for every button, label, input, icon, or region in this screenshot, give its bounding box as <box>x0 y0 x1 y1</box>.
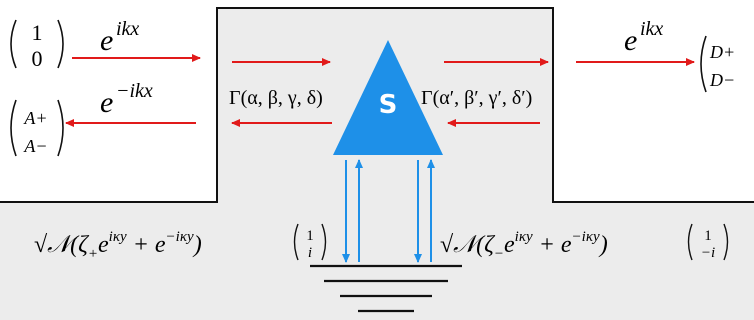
lower-region <box>0 8 754 320</box>
right-paren <box>57 99 64 157</box>
svg-text:√𝒩(ζ+eiκy + e−iκy): √𝒩(ζ+eiκy + e−iκy) <box>34 229 202 262</box>
wave-base: e <box>624 24 637 57</box>
left-paren <box>10 99 17 157</box>
incoming-wave-label: e ikx <box>100 18 139 57</box>
formula-exponent: iκy <box>109 229 127 245</box>
formula-exponent: iκy <box>515 229 533 245</box>
formula-exponent-2: −iκy <box>572 229 600 245</box>
vector-top: 1 <box>704 228 712 244</box>
formula-exponent-2: −iκy <box>166 229 194 245</box>
formula-subscript: − <box>494 246 504 262</box>
spinor-bottom: D− <box>709 70 735 90</box>
formula-subscript: + <box>88 246 98 262</box>
wave-exponent: −ikx <box>116 80 153 102</box>
transmitted-wave-label: e ikx <box>624 18 663 57</box>
svg-text:√𝒩(ζ−eiκy + e−iκy): √𝒩(ζ−eiκy + e−iκy) <box>440 229 608 262</box>
scatterer-label: S <box>379 90 398 120</box>
formula-prefix: √𝒩(ζ <box>440 232 496 258</box>
right-paren <box>723 223 729 261</box>
left-paren <box>293 223 299 261</box>
ground-symbol-icon <box>310 264 462 313</box>
wave-base: e <box>100 24 113 57</box>
region-outline <box>0 7 754 203</box>
left-gamma-matrix: Γ(α, β, γ, δ) <box>229 87 323 109</box>
vector-top: 1 <box>306 228 314 244</box>
formula-end: ) <box>192 232 202 258</box>
spinor-top: 1 <box>32 20 43 45</box>
spinor-bottom: 0 <box>32 46 43 71</box>
spinor-top: A+ <box>23 108 47 128</box>
right-paren <box>321 223 327 261</box>
wave-exponent: ikx <box>116 18 139 40</box>
reflected-wave-label: e −ikx <box>100 80 153 119</box>
left-paren <box>700 35 707 93</box>
formula-end: ) <box>598 232 608 258</box>
vector-bottom: −i <box>701 245 715 261</box>
left-paren <box>687 223 693 261</box>
formula-prefix: √𝒩(ζ <box>34 232 90 258</box>
spinor-top: D+ <box>709 42 735 62</box>
formula-body: e <box>98 232 109 258</box>
left-paren <box>10 19 17 69</box>
left-lead-formula: √𝒩(ζ+eiκy + e−iκy) 1 i <box>34 223 327 262</box>
reflected-spinor: A+ A− <box>10 99 64 157</box>
right-lead-formula: √𝒩(ζ−eiκy + e−iκy) 1 −i <box>440 223 729 262</box>
wave-base: e <box>100 86 113 119</box>
incoming-spinor: 1 0 <box>10 19 64 71</box>
wave-exponent: ikx <box>640 18 663 40</box>
spinor-bottom: A− <box>23 136 47 156</box>
transmitted-spinor: D+ D− <box>700 35 735 93</box>
formula-mid: + e <box>533 232 572 258</box>
triangle-scatterer-icon <box>333 40 443 155</box>
right-gamma-matrix: Γ(α′, β′, γ′, δ′) <box>421 87 532 109</box>
formula-mid: + e <box>127 232 166 258</box>
vector-bottom: i <box>308 245 312 261</box>
right-paren <box>57 19 64 69</box>
formula-body: e <box>504 232 515 258</box>
